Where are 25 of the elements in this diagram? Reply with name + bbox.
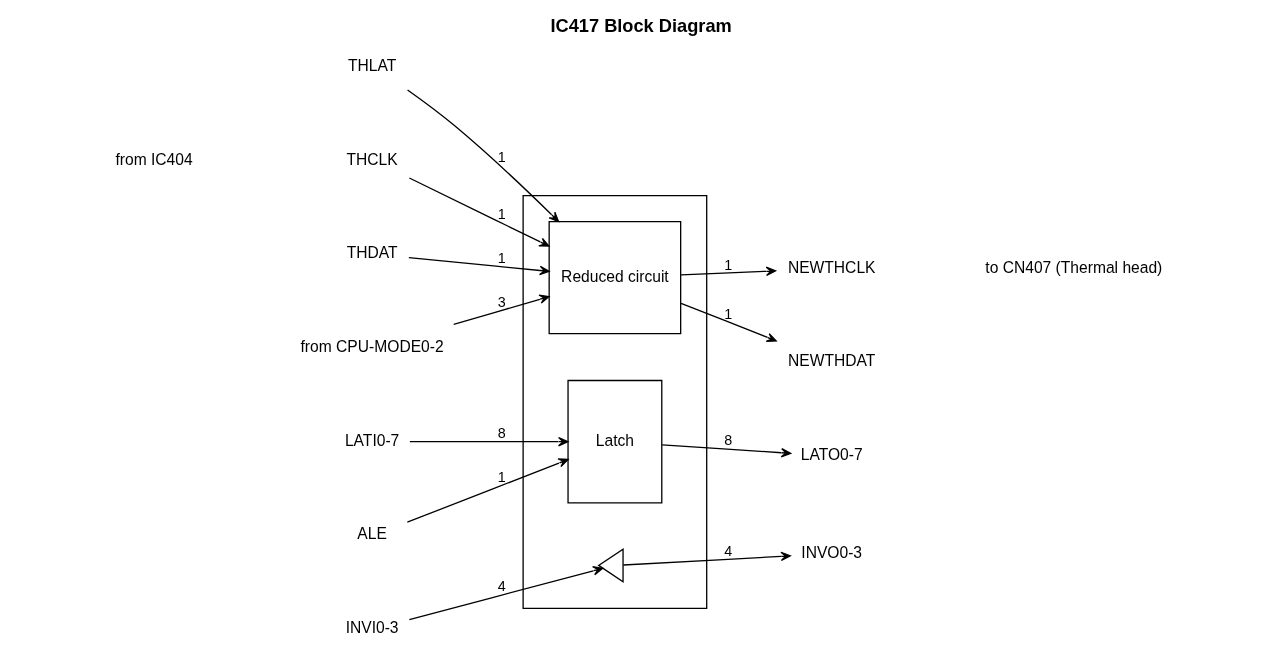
edge-label: 1 (497, 250, 506, 267)
node-text: THDAT (346, 244, 398, 262)
edge-label: 8 (497, 424, 506, 441)
diagram-title: IC417 Block Diagram (550, 15, 732, 36)
edge-label: 4 (724, 543, 733, 560)
label: from IC404 (115, 150, 193, 168)
node-text: from CPU-MODE0-2 (300, 338, 444, 356)
label: to CN407 (Thermal head) (985, 258, 1163, 276)
node-text: INVI0-3 (345, 619, 399, 637)
edge-label: 1 (497, 468, 506, 485)
edge-label: 1 (724, 256, 733, 273)
edge-label: 1 (497, 205, 506, 222)
edge-label: 1 (724, 306, 733, 323)
node-text: THLAT (347, 56, 397, 74)
node-text: THCLK (346, 150, 398, 168)
edge-label: 8 (724, 432, 733, 449)
edge-label: 4 (497, 578, 506, 595)
edge-label: 3 (497, 294, 506, 311)
node-text: LATO0-7 (800, 446, 863, 464)
node-text: INVO0-3 (801, 543, 863, 561)
node-text: LATI0-7 (344, 431, 400, 449)
edge-label: 1 (497, 148, 506, 165)
node-text: NEWTHCLK (787, 258, 876, 276)
node-text: ALE (357, 525, 387, 543)
node-text: NEWTHDAT (788, 352, 876, 370)
